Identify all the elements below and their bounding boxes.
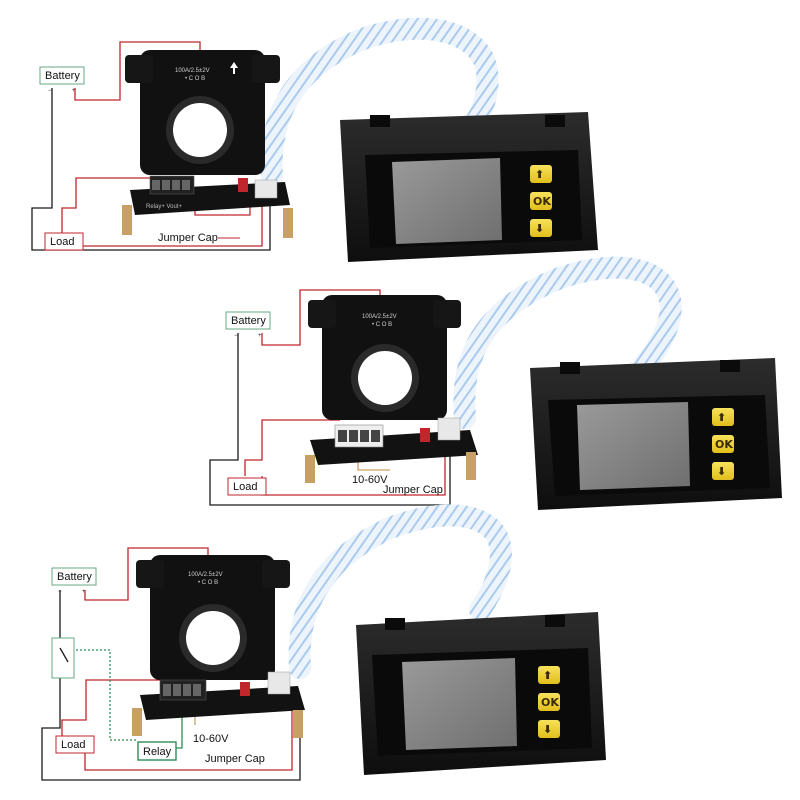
sensor-sub: • C O B — [198, 580, 218, 586]
load-box — [55, 735, 95, 754]
up-arrow-icon: ⬆ — [717, 411, 726, 424]
switch-icon — [59, 647, 69, 663]
ok-label: OK — [541, 696, 559, 709]
battery-label: Battery — [231, 315, 266, 327]
pcb-board — [132, 671, 305, 738]
up-button[interactable] — [538, 666, 560, 684]
ok-label: OK — [715, 438, 733, 451]
minus-sign: − — [48, 88, 52, 94]
panel-3: 100A/2.5±2V • C O B ⬆ OK — [41, 504, 606, 781]
up-button[interactable] — [712, 408, 734, 426]
ok-label: OK — [533, 195, 551, 208]
ribbon-cable — [288, 504, 512, 679]
jumper-label: Jumper Cap — [383, 484, 443, 496]
down-button[interactable] — [530, 219, 552, 237]
sensor-rating: 100A/2.5±2V — [362, 314, 397, 320]
ribbon-cable — [453, 256, 682, 429]
down-arrow-icon: ⬇ — [535, 222, 544, 235]
up-arrow-icon: ⬆ — [535, 168, 544, 181]
arrow-up-icon — [230, 62, 238, 74]
sensor-sub: • C O B — [372, 322, 392, 328]
relay-label: Relay — [143, 746, 172, 758]
relay-box — [137, 741, 177, 761]
jumper-label: Jumper Cap — [205, 753, 265, 765]
ok-button[interactable] — [538, 693, 560, 711]
wires — [41, 547, 301, 781]
current-sensor: 100A/2.5±2V • C O B — [308, 295, 461, 420]
minus-sign: − — [234, 333, 238, 339]
ribbon-cable — [260, 17, 499, 189]
down-arrow-icon: ⬇ — [717, 465, 726, 478]
jumper-label: Jumper Cap — [158, 232, 218, 244]
down-button[interactable] — [712, 462, 734, 480]
pcb-board — [305, 417, 478, 483]
lcd-screen — [402, 658, 517, 750]
load-label: Load — [61, 739, 85, 751]
btn-group: ⬆ OK ⬇ — [530, 165, 552, 237]
battery-box — [51, 567, 97, 586]
panel-1: 100A/2.5±2V • C O B Relay+ Vout+ — [31, 17, 598, 262]
plus-sign: + — [82, 589, 86, 595]
sensor-sub: • C O B — [185, 76, 205, 82]
pcb-board: Relay+ Vout+ — [122, 175, 293, 238]
load-label: Load — [50, 236, 74, 248]
ok-button[interactable] — [712, 435, 734, 453]
sensor-rating: 100A/2.5±2V — [188, 572, 223, 578]
btn-group: ⬆ OK ⬇ — [712, 408, 734, 480]
lcd-screen — [392, 158, 502, 244]
down-arrow-icon: ⬇ — [543, 723, 552, 736]
load-box — [44, 232, 84, 251]
lcd-screen — [577, 402, 690, 490]
up-arrow-icon: ⬆ — [543, 669, 552, 682]
down-button[interactable] — [538, 720, 560, 738]
battery-box — [39, 66, 85, 85]
current-sensor: 100A/2.5±2V • C O B — [125, 50, 280, 175]
battery-box — [225, 311, 271, 330]
sensor-rating: 100A/2.5±2V — [175, 68, 210, 74]
plus-sign: + — [72, 88, 76, 94]
display-unit — [530, 358, 782, 510]
up-button[interactable] — [530, 165, 552, 183]
btn-group: ⬆ OK ⬇ — [538, 666, 560, 738]
battery-label: Battery — [57, 571, 92, 583]
minus-sign: − — [58, 589, 62, 595]
load-label: Load — [233, 481, 257, 493]
panel-2: 100A/2.5±2V • C O B ⬆ OK — [209, 256, 782, 510]
display-unit — [356, 612, 606, 775]
ok-button[interactable] — [530, 192, 552, 210]
load-box — [227, 477, 267, 496]
voltage-label: 10-60V — [193, 733, 229, 745]
current-sensor: 100A/2.5±2V • C O B — [136, 555, 290, 680]
plus-sign: + — [258, 333, 262, 339]
terminal-text: Relay+ Vout+ — [146, 204, 183, 210]
voltage-label: 10-60V — [352, 474, 388, 486]
battery-label: Battery — [45, 70, 80, 82]
display-unit — [340, 112, 598, 262]
switch-box — [51, 637, 75, 679]
